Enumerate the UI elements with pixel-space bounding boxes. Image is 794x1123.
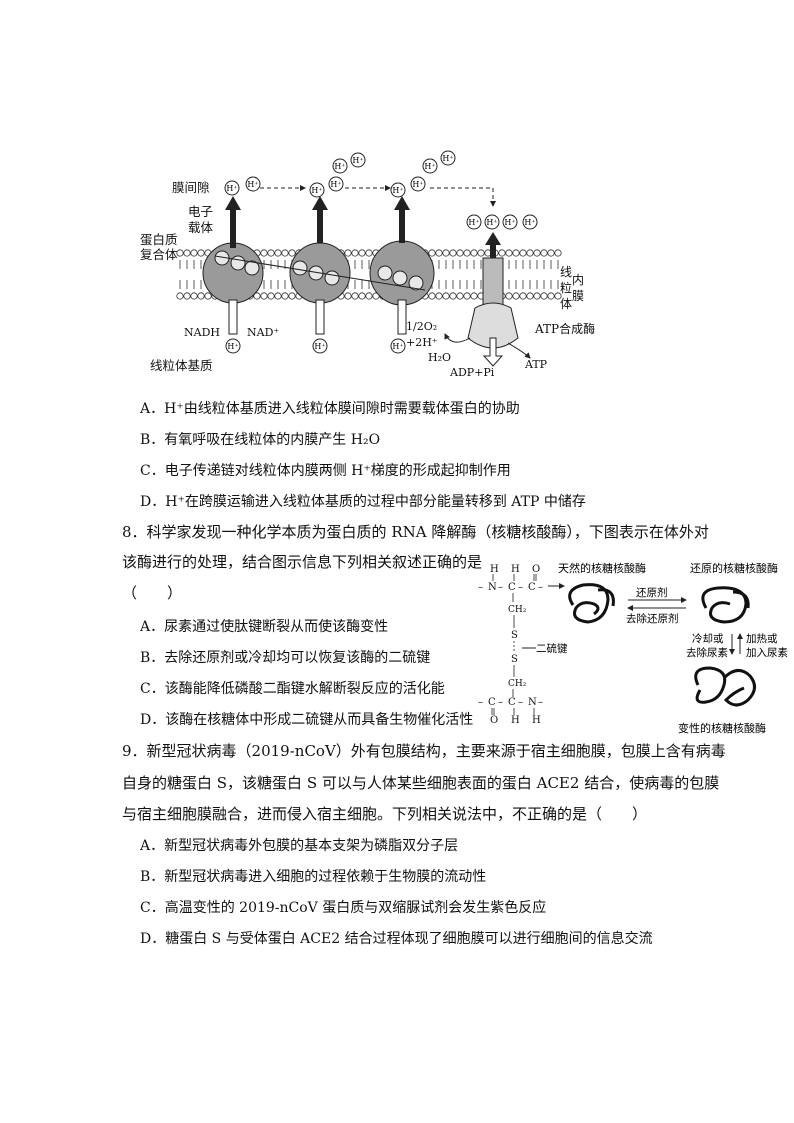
q8-stem-line2: 该酶进行的处理，结合图示信息下列相关叙述正确的是 — [122, 553, 483, 571]
q9-option-b: B．新型冠状病毒进入细胞的过程依赖于生物膜的流动性 — [140, 869, 487, 885]
svg-text:H: H — [511, 564, 520, 575]
svg-text:H⁺: H⁺ — [412, 180, 423, 189]
svg-text:–: – — [538, 697, 543, 708]
svg-text:H⁺: H⁺ — [442, 154, 453, 163]
svg-text:H: H — [511, 715, 520, 726]
q7-option-c: C．电子传递链对线粒体内膜两侧 H⁺梯度的形成起抑制作用 — [140, 463, 511, 479]
q7-option-b: B．有氧呼吸在线粒体的内膜产生 H₂O — [140, 432, 381, 448]
svg-text:H⁺: H⁺ — [334, 162, 345, 171]
label-nadh: NADH — [184, 326, 220, 339]
ribonuclease-diagram: H H O – N – C – C – CH₂ S S CH₂ – C – C … — [478, 561, 788, 735]
svg-text:O: O — [490, 715, 498, 726]
svg-text:–: – — [498, 582, 503, 593]
label-matrix: 线粒体基质 — [150, 358, 213, 373]
svg-text:CH₂: CH₂ — [508, 679, 527, 689]
svg-text:H⁺: H⁺ — [486, 218, 497, 227]
svg-text:H⁺: H⁺ — [424, 162, 435, 171]
svg-text:–: – — [538, 582, 543, 593]
svg-text:加入尿素: 加入尿素 — [746, 646, 788, 659]
svg-text:S: S — [511, 630, 518, 641]
label-atp-synthase: ATP合成酶 — [534, 321, 595, 336]
svg-text:体: 体 — [560, 297, 572, 311]
svg-text:H⁺: H⁺ — [314, 342, 325, 351]
q9-stem-line2: 自身的糖蛋白 S，该糖蛋白 S 可以与人体某些细胞表面的蛋白 ACE2 结合，使… — [122, 774, 720, 792]
svg-text:H: H — [490, 564, 499, 575]
svg-text:N: N — [528, 697, 537, 708]
q9-option-a: A．新型冠状病毒外包膜的基本支架为磷脂双分子层 — [140, 838, 459, 854]
q8-option-d: D．该酶在核糖体中形成二硫键从而具备生物催化活性 — [140, 712, 474, 728]
svg-text:去除尿素: 去除尿素 — [686, 646, 728, 659]
label-adp: ADP+Pi — [449, 366, 495, 378]
svg-text:H⁺: H⁺ — [226, 184, 237, 193]
svg-text:–: – — [498, 697, 503, 708]
q8-option-a: A．尿素通过使肽键断裂从而使该酶变性 — [140, 619, 389, 635]
svg-text:粒: 粒 — [560, 280, 572, 295]
svg-text:复合体: 复合体 — [140, 247, 178, 262]
label-inner-membrane: 线 粒 体 内 膜 — [560, 265, 584, 311]
svg-text:H⁺: H⁺ — [524, 218, 535, 227]
label-nad: NAD⁺ — [247, 326, 279, 339]
svg-text:–: – — [478, 582, 483, 593]
label-atp: ATP — [524, 358, 548, 371]
label-electron-carrier: 电子 — [188, 204, 213, 219]
svg-text:+2H⁺: +2H⁺ — [406, 336, 438, 349]
svg-text:H⁺: H⁺ — [227, 342, 238, 351]
label-disulfide: 二硫键 — [536, 642, 568, 655]
atp-synthase — [467, 257, 519, 367]
svg-text:C: C — [508, 582, 516, 593]
svg-text:S: S — [511, 654, 518, 665]
svg-text:–: – — [518, 697, 523, 708]
mitochondria-diagram: H⁺ H⁺ H⁺ H⁺ H⁺ H⁺ H⁺ H⁺ H⁺ H⁺ H⁺ H⁺ H⁺ H… — [140, 150, 595, 378]
label-natural-enzyme: 天然的核糖核酸酶 — [558, 561, 646, 575]
q8-answer-bracket: （ ） — [122, 584, 183, 602]
svg-text:H⁺: H⁺ — [468, 218, 479, 227]
svg-text:C: C — [488, 697, 496, 708]
svg-text:H⁺: H⁺ — [392, 342, 403, 351]
svg-text:H⁺: H⁺ — [504, 218, 515, 227]
svg-text:H⁺: H⁺ — [352, 156, 363, 165]
label-o2: 1/2O₂ — [406, 320, 437, 333]
denatured-enzyme — [694, 666, 756, 707]
svg-text:–: – — [478, 697, 483, 708]
label-intermembrane: 膜间隙 — [172, 180, 210, 195]
svg-text:H⁺: H⁺ — [330, 180, 341, 189]
label-reducer: 还原剂 — [636, 586, 668, 599]
svg-text:H⁺: H⁺ — [311, 186, 322, 195]
label-cool: 冷却或 — [692, 632, 724, 645]
svg-text:C: C — [508, 697, 516, 708]
label-reduced-enzyme: 还原的核糖核酸酶 — [690, 561, 778, 575]
q9-option-c: C．高温变性的 2019-nCoV 蛋白质与双缩脲试剂会发生紫色反应 — [140, 900, 547, 916]
svg-text:–: – — [518, 582, 523, 593]
label-denatured-enzyme: 变性的核糖核酸酶 — [678, 721, 766, 735]
q9-stem-line3: 与宿主细胞膜融合，进而侵入宿主细胞。下列相关说法中，不正确的是（ ） — [122, 805, 648, 823]
q9-stem-line1: 9．新型冠状病毒（2019-nCoV）外有包膜结构，主要来源于宿主细胞膜，包膜上… — [122, 742, 726, 760]
label-h2o: H₂O — [428, 351, 451, 364]
svg-text:CH₂: CH₂ — [508, 605, 527, 615]
svg-text:C: C — [528, 582, 536, 593]
svg-text:H: H — [532, 715, 541, 726]
svg-text:N: N — [488, 582, 497, 593]
proton-pump-arrows — [225, 196, 501, 268]
q8-stem-line1: 8．科学家发现一种化学本质为蛋白质的 RNA 降解酶（核糖核酸酶），下图表示在体… — [122, 523, 709, 541]
q7-option-d: D．H⁺在跨膜运输进入线粒体基质的过程中部分能量转移到 ATP 中储存 — [140, 494, 586, 510]
h-ion-markers: H⁺ H⁺ H⁺ H⁺ H⁺ H⁺ H⁺ H⁺ H⁺ H⁺ H⁺ H⁺ H⁺ H… — [224, 150, 538, 354]
svg-text:H⁺: H⁺ — [247, 180, 258, 189]
svg-text:线: 线 — [560, 265, 572, 279]
label-protein-complex: 蛋白质 — [140, 232, 178, 247]
q7-option-a: A．H⁺由线粒体基质进入线粒体膜间隙时需要载体蛋白的协助 — [140, 401, 520, 417]
q9-option-d: D．糖蛋白 S 与受体蛋白 ACE2 结合过程体现了细胞膜可以进行细胞间的信息交… — [140, 931, 653, 947]
svg-text:载体: 载体 — [188, 220, 214, 235]
q8-option-b: B．去除还原剂或冷却均可以恢复该酶的二硫键 — [140, 650, 431, 666]
svg-text:O: O — [532, 564, 540, 575]
natural-enzyme — [568, 583, 615, 624]
label-heat: 加热或 — [746, 632, 778, 645]
svg-text:H⁺: H⁺ — [392, 186, 403, 195]
label-remove-reducer: 去除还原剂 — [626, 612, 679, 625]
svg-text:内: 内 — [572, 273, 584, 287]
reduced-enzyme — [701, 586, 750, 624]
q8-option-c: C．该酶能降低磷酸二酯键水解断裂反应的活化能 — [140, 681, 445, 697]
electron-carriers — [214, 250, 424, 291]
svg-text:膜: 膜 — [572, 289, 584, 303]
